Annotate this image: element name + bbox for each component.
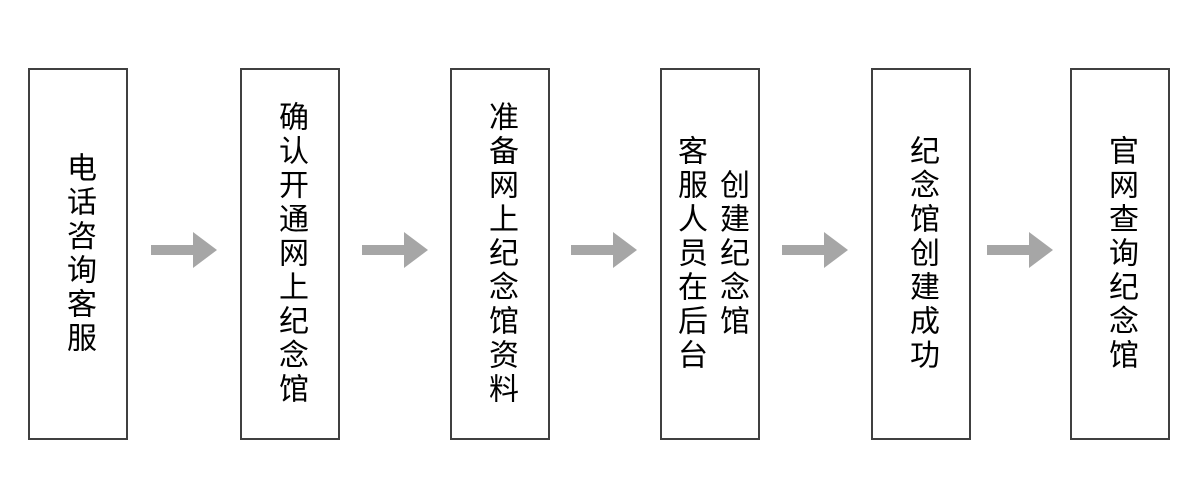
- arrow-right-icon: [151, 232, 217, 268]
- arrow-right-icon: [571, 232, 637, 268]
- flow-step-6: 官网查询纪念馆: [1070, 68, 1170, 440]
- flow-step-6-label: 官网查询纪念馆: [1104, 135, 1137, 373]
- flow-step-5: 纪念馆创建成功: [871, 68, 971, 440]
- flow-step-3: 准备网上纪念馆资料: [450, 68, 550, 440]
- flow-step-4: 客服人员在后台 创建纪念馆: [660, 68, 760, 440]
- arrow-right-icon: [782, 232, 848, 268]
- flow-step-2-label: 确认开通网上纪念馆: [274, 101, 307, 407]
- flow-step-1: 电话咨询客服: [28, 68, 128, 440]
- flow-step-4-label: 客服人员在后台 创建纪念馆: [673, 135, 748, 373]
- flow-step-5-label: 纪念馆创建成功: [905, 135, 938, 373]
- arrow-right-icon: [362, 232, 428, 268]
- flow-step-3-label: 准备网上纪念馆资料: [484, 101, 517, 407]
- flow-step-1-label: 电话咨询客服: [62, 152, 95, 356]
- flow-step-2: 确认开通网上纪念馆: [240, 68, 340, 440]
- arrow-right-icon: [987, 232, 1053, 268]
